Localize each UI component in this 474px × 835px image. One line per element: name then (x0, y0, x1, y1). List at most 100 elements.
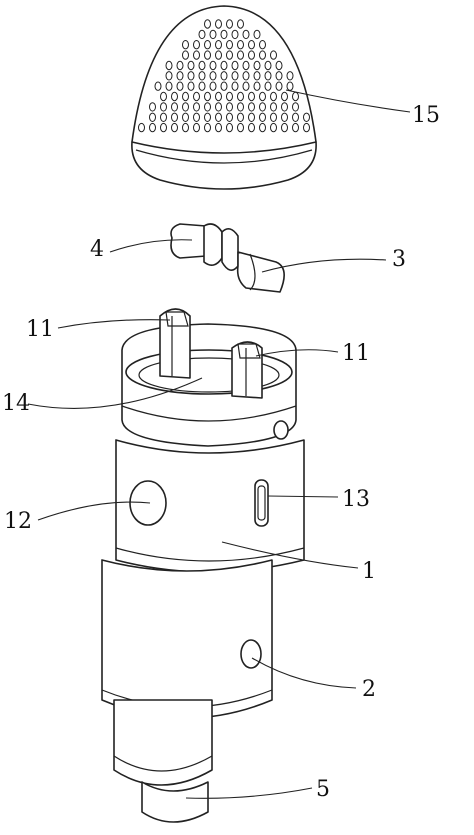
mesh-hole (292, 112, 299, 123)
mesh-hole (149, 122, 156, 133)
mesh-hole (226, 19, 233, 29)
mesh-hole (259, 102, 266, 112)
mesh-hole (204, 50, 211, 60)
callout-2: 2 (362, 677, 376, 702)
mesh-hole (215, 91, 222, 102)
mesh-hole (204, 91, 211, 102)
mesh-hole (237, 102, 244, 112)
mesh-hole (242, 60, 250, 71)
mesh-dome-cap (131, 5, 317, 190)
mesh-hole (226, 91, 233, 102)
mesh-hole (165, 60, 173, 71)
mesh-hole (286, 71, 294, 81)
callout-11-left: 11 (26, 317, 54, 342)
mesh-hole (215, 122, 222, 133)
mesh-hole (253, 60, 261, 71)
mesh-hole (303, 122, 310, 133)
mesh-hole (204, 40, 211, 50)
mesh-hole (237, 91, 244, 102)
leader-5 (185, 787, 313, 799)
mesh-hole (182, 91, 189, 102)
mesh-hole (149, 102, 156, 112)
mesh-hole (209, 29, 217, 40)
leader-11a (57, 319, 171, 329)
mesh-hole (154, 81, 162, 91)
mesh-hole (270, 102, 277, 112)
slot-port-13 (254, 479, 269, 527)
leader-15 (285, 89, 411, 113)
mesh-hole (242, 81, 250, 91)
mesh-hole (264, 60, 272, 71)
mesh-hole (160, 102, 167, 112)
mesh-hole (182, 102, 189, 112)
mesh-hole (138, 122, 145, 133)
callout-14: 14 (2, 391, 30, 416)
mesh-hole (176, 60, 184, 71)
mesh-hole (270, 112, 277, 123)
leader-1 (221, 541, 359, 569)
mesh-hole (231, 60, 239, 71)
mesh-hole (220, 71, 228, 81)
callout-1: 1 (362, 559, 376, 584)
mesh-hole (281, 102, 288, 112)
mesh-hole (292, 102, 299, 112)
mesh-hole (198, 29, 206, 40)
mesh-hole (204, 112, 211, 123)
mesh-hole (248, 40, 255, 50)
mesh-hole (226, 102, 233, 112)
mesh-hole (215, 50, 222, 60)
mesh-hole (259, 112, 266, 123)
mesh-hole (220, 81, 228, 91)
mesh-hole (242, 71, 250, 81)
mesh-hole (160, 122, 167, 133)
callout-12: 12 (4, 509, 32, 534)
mesh-hole (226, 50, 233, 60)
mesh-hole (204, 122, 211, 133)
mesh-hole (248, 50, 255, 60)
mesh-hole (193, 122, 200, 133)
mesh-hole (215, 40, 222, 50)
mesh-hole (237, 40, 244, 50)
mesh-hole (215, 102, 222, 112)
contact-pin-left (159, 308, 191, 379)
mesh-hole (198, 71, 206, 81)
mesh-hole (165, 71, 173, 81)
mesh-hole (171, 102, 178, 112)
mesh-hole (209, 71, 217, 81)
mesh-hole (253, 81, 261, 91)
mesh-hole (149, 112, 156, 123)
mesh-hole (303, 112, 310, 123)
mesh-hole (270, 50, 277, 60)
mesh-hole (281, 122, 288, 133)
mesh-hole (220, 60, 228, 71)
mesh-hole (187, 71, 195, 81)
mesh-hole (237, 122, 244, 133)
mesh-hole (226, 122, 233, 133)
mesh-hole (220, 29, 228, 40)
mesh-hole (259, 50, 266, 60)
mesh-hole (198, 81, 206, 91)
button-2 (240, 639, 262, 669)
mesh-hole (281, 91, 288, 102)
mesh-hole (176, 71, 184, 81)
charger-body (101, 323, 305, 823)
mesh-hole (215, 19, 222, 29)
mesh-hole (270, 122, 277, 133)
mesh-hole (270, 91, 277, 102)
mesh-hole (160, 112, 167, 123)
pin-plug (170, 223, 285, 293)
mesh-hole (182, 50, 189, 60)
mesh-hole (259, 122, 266, 133)
leader-12 (37, 501, 151, 521)
mesh-hole (281, 112, 288, 123)
mesh-hole (248, 112, 255, 123)
callout-5: 5 (316, 777, 330, 802)
mesh-hole (275, 71, 283, 81)
mesh-hole (204, 102, 211, 112)
mesh-hole (193, 102, 200, 112)
leader-14 (27, 377, 203, 409)
mesh-hole (182, 40, 189, 50)
mesh-hole (204, 19, 211, 29)
callout-13: 13 (342, 487, 370, 512)
